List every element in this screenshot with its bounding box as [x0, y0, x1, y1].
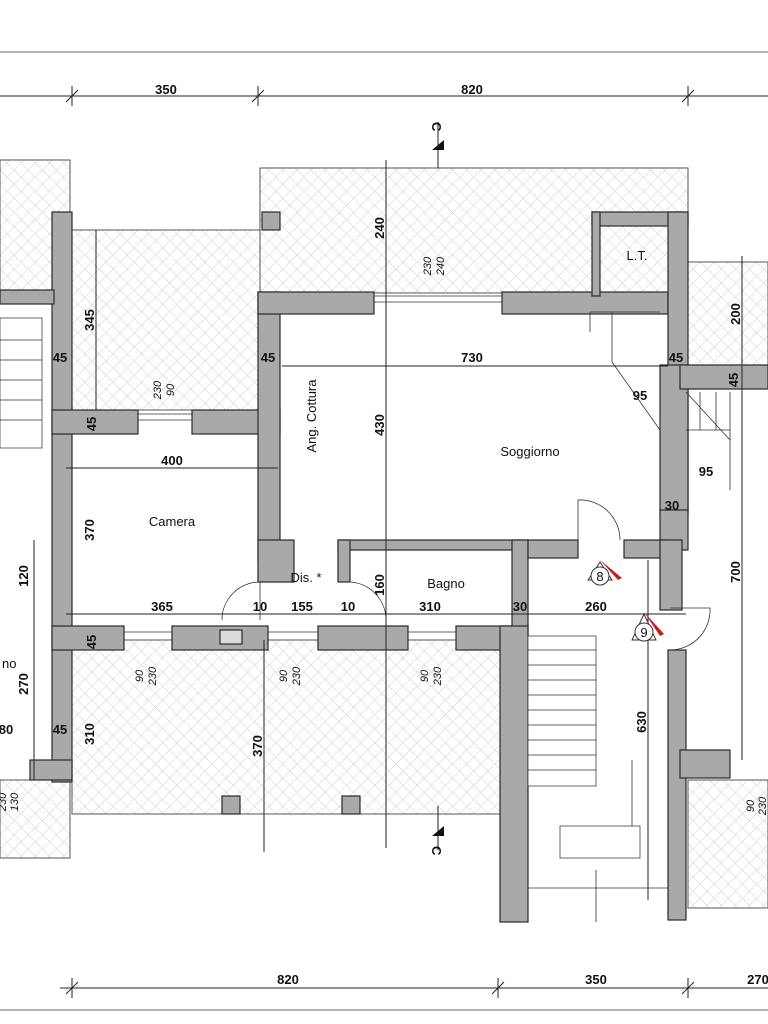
- marker-8-label: 8: [596, 569, 603, 584]
- doors: [221, 499, 711, 651]
- dim-95-lower: 95: [699, 464, 713, 479]
- dim-240-small: 240: [435, 256, 447, 276]
- section-marker-top: [432, 122, 444, 168]
- dim-95-upper: 95: [633, 388, 647, 403]
- staircase-left: [0, 317, 43, 449]
- room-label-lt: L.T.: [627, 248, 648, 263]
- room-label-bagno: Bagno: [427, 576, 465, 591]
- dim-310-vertical: 310: [82, 723, 97, 745]
- dim-45-b: 45: [261, 350, 275, 365]
- win-dim-230-right: 230: [757, 796, 768, 816]
- win-dim-90-camera: 90: [165, 383, 177, 396]
- dim-240: 240: [372, 217, 387, 239]
- terrace-bottom: [71, 639, 503, 815]
- room-label-camera: Camera: [149, 514, 196, 529]
- dim-30-a: 30: [665, 498, 679, 513]
- terrace-right-bottom: [687, 779, 768, 909]
- top-dimension-line: [0, 86, 768, 106]
- dim-45-f: 45: [726, 373, 741, 387]
- dim-230-small: 230: [422, 256, 434, 276]
- dim-45-d: 45: [84, 417, 99, 431]
- win-dim-230-c: 230: [432, 666, 444, 686]
- dim-200: 200: [728, 303, 743, 325]
- dim-155: 155: [291, 599, 313, 614]
- room-label-cucina: Ang. Cottura: [304, 379, 319, 453]
- dim-45-g: 45: [53, 722, 67, 737]
- dim-120: 120: [16, 565, 31, 587]
- dim-45-a: 45: [53, 350, 67, 365]
- section-marker-bottom: [432, 806, 444, 850]
- dim-bottom-270: 270: [747, 972, 768, 987]
- staircase-right: [589, 311, 731, 490]
- dim-365: 365: [151, 599, 173, 614]
- windows: [124, 295, 502, 633]
- section-label-bottom: C: [429, 846, 444, 856]
- dim-bottom-820: 820: [277, 972, 299, 987]
- dim-430: 430: [372, 414, 387, 436]
- win-dim-90-a: 90: [134, 669, 146, 682]
- win-dim-230-left: 230: [0, 792, 9, 812]
- win-dim-130-left: 130: [9, 792, 21, 811]
- dim-310: 310: [419, 599, 441, 614]
- dim-top-820: 820: [461, 82, 483, 97]
- walls: [0, 211, 768, 923]
- section-label-top: C: [429, 122, 444, 132]
- dim-10-b: 10: [341, 599, 355, 614]
- win-dim-90-c: 90: [419, 669, 431, 682]
- dim-730: 730: [461, 350, 483, 365]
- win-dim-90-right: 90: [745, 799, 757, 812]
- win-dim-230-camera: 230: [152, 380, 164, 400]
- dim-270: 270: [16, 673, 31, 695]
- room-label-disimpegno: Dis. *: [290, 570, 321, 585]
- dim-30-b: 30: [513, 599, 527, 614]
- dim-45-e: 45: [84, 635, 99, 649]
- dim-10-a: 10: [253, 599, 267, 614]
- win-dim-90-b: 90: [278, 669, 290, 682]
- marker-8: [587, 560, 622, 586]
- dim-80-partial: 80: [0, 722, 13, 737]
- dim-370: 370: [82, 519, 97, 541]
- room-label-left-partial: no: [2, 656, 16, 671]
- dim-345: 345: [82, 309, 97, 331]
- dim-260: 260: [585, 599, 607, 614]
- dim-630: 630: [634, 711, 649, 733]
- terrace-soggiorno-top: [259, 167, 689, 294]
- marker-9-label: 9: [640, 625, 647, 640]
- terrace-left-bottom: [0, 779, 71, 859]
- marker-9: [631, 612, 664, 642]
- dim-top-350: 350: [155, 82, 177, 97]
- win-dim-230-b: 230: [291, 666, 303, 686]
- terrace-camera-top: [71, 229, 261, 411]
- win-dim-230-a: 230: [147, 666, 159, 686]
- staircase-main: [527, 635, 668, 922]
- room-label-soggiorno: Soggiorno: [500, 444, 559, 459]
- interior-dimension-lines: [33, 160, 743, 900]
- dim-700: 700: [728, 561, 743, 583]
- dim-bottom-350: 350: [585, 972, 607, 987]
- dim-160: 160: [372, 574, 387, 596]
- dim-45-c: 45: [669, 350, 683, 365]
- dim-400: 400: [161, 453, 183, 468]
- dim-370-bottom: 370: [250, 735, 265, 757]
- bottom-dimension-line: [60, 978, 768, 998]
